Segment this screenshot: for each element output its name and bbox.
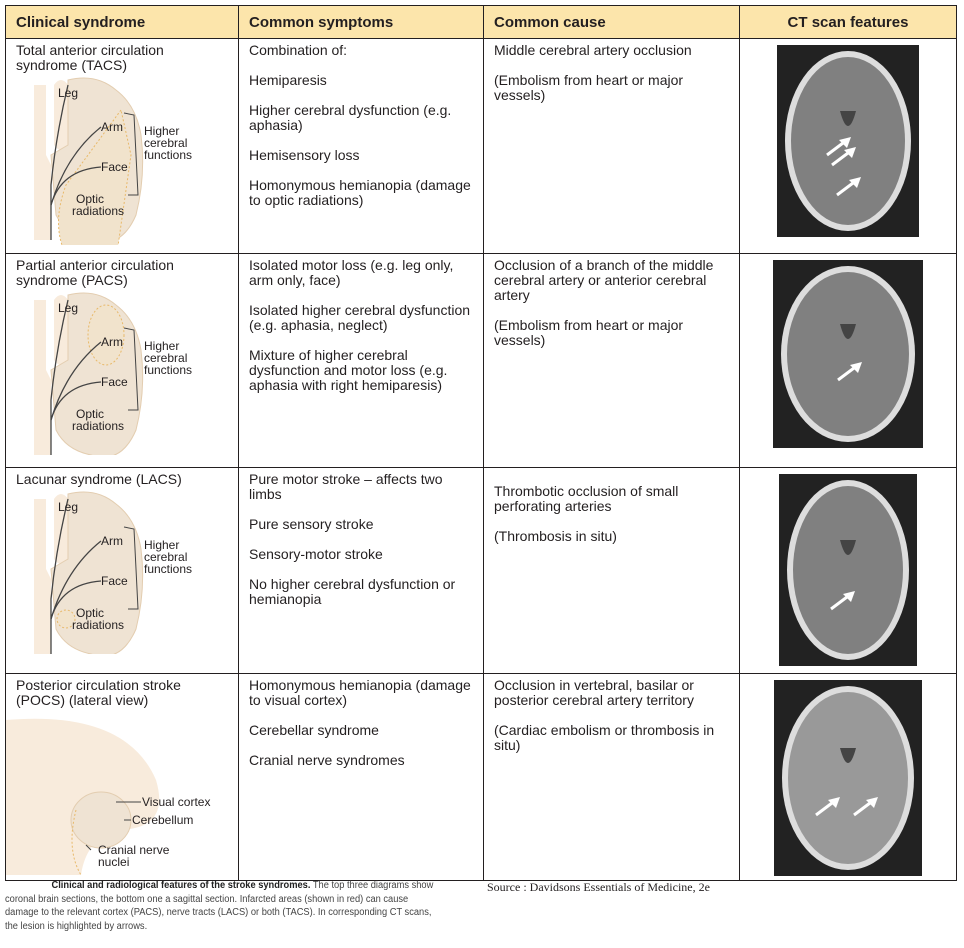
ct-cell xyxy=(739,253,957,468)
symptom: Hemiparesis xyxy=(249,72,327,88)
label-arm: Arm xyxy=(101,120,123,134)
cause: (Embolism from heart or major vessels) xyxy=(494,317,684,348)
cause: Occlusion of a branch of the middle cere… xyxy=(494,257,714,303)
table-row: Total anterior circulation syndrome (TAC… xyxy=(5,38,957,254)
cause: (Cardiac embolism or thrombosis in situ) xyxy=(494,722,715,753)
syndrome-cell: Total anterior circulation syndrome (TAC… xyxy=(5,38,239,254)
svg-text:Cerebellum: Cerebellum xyxy=(132,813,193,827)
symptom: Pure motor stroke – affects two limbs xyxy=(249,471,443,502)
caption-text: The top three diagrams show coronal brai… xyxy=(5,880,434,932)
header-common-symptoms: Common symptoms xyxy=(238,5,484,39)
table-row: Partial anterior circulation syndrome (P… xyxy=(5,253,957,468)
symptom: Combination of: xyxy=(249,42,348,58)
caption-title: Clinical and radiological features of th… xyxy=(51,880,311,891)
svg-text:Visual cortex: Visual cortex xyxy=(142,795,210,809)
svg-text:functions: functions xyxy=(144,562,192,576)
label-radiations: radiations xyxy=(72,419,124,433)
cause-cell: Occlusion of a branch of the middle cere… xyxy=(483,253,740,468)
label-face: Face xyxy=(101,160,128,174)
label-face: Face xyxy=(101,375,128,389)
label-radiations: radiations xyxy=(72,618,124,632)
table-row: Posterior circulation stroke (POCS) (lat… xyxy=(5,673,957,881)
cause: (Thrombosis in situ) xyxy=(494,528,617,544)
label-optic: Optic xyxy=(76,192,104,206)
svg-text:functions: functions xyxy=(144,363,192,377)
ct-cell xyxy=(739,467,957,674)
ct-scan-image xyxy=(779,474,917,666)
cause-cell: Occlusion in vertebral, basilar or poste… xyxy=(483,673,740,881)
symptom: Sensory-motor stroke xyxy=(249,546,383,562)
ct-scan-image xyxy=(777,45,919,237)
symptoms-cell: Homonymous hemianopia (damage to visual … xyxy=(238,673,484,881)
svg-text:Higher: Higher xyxy=(144,339,179,353)
syndrome-name: Partial anterior circulation syndrome (P… xyxy=(16,257,174,288)
header-ct-scan: CT scan features xyxy=(739,5,957,39)
label-arm: Arm xyxy=(101,335,123,349)
svg-text:Cranial nerve: Cranial nerve xyxy=(98,843,170,857)
ct-scan-image xyxy=(774,680,922,876)
label-arm: Arm xyxy=(101,534,123,548)
symptom: Homonymous hemianopia (damage to visual … xyxy=(249,677,471,708)
svg-text:Higher: Higher xyxy=(144,124,179,138)
syndrome-name: Total anterior circulation syndrome (TAC… xyxy=(16,42,164,73)
cause: Thrombotic occlusion of small perforatin… xyxy=(494,483,679,514)
symptom: Cerebellar syndrome xyxy=(249,722,379,738)
label-optic: Optic xyxy=(76,407,104,421)
svg-text:Higher: Higher xyxy=(144,538,179,552)
label-radiations: radiations xyxy=(72,204,124,218)
label-face: Face xyxy=(101,574,128,588)
symptom: Isolated higher cerebral dysfunction (e.… xyxy=(249,302,471,333)
cause-cell: Middle cerebral artery occlusion (Embolis… xyxy=(483,38,740,254)
label-leg: Leg xyxy=(58,86,78,100)
symptoms-cell: Isolated motor loss (e.g. leg only, arm … xyxy=(238,253,484,468)
label-optic: Optic xyxy=(76,606,104,620)
cause: Occlusion in vertebral, basilar or poste… xyxy=(494,677,694,708)
svg-text:cerebral: cerebral xyxy=(144,550,187,564)
syndrome-cell: Posterior circulation stroke (POCS) (lat… xyxy=(5,673,239,881)
figure-caption: Clinical and radiological features of th… xyxy=(5,879,444,933)
header-common-cause: Common cause xyxy=(483,5,740,39)
source-citation: Source : Davidsons Essentials of Medicin… xyxy=(487,880,710,894)
header-clinical-syndrome: Clinical syndrome xyxy=(5,5,239,39)
cause-cell: Thrombotic occlusion of small perforatin… xyxy=(483,467,740,674)
svg-text:nuclei: nuclei xyxy=(98,855,129,869)
header-row: Clinical syndrome Common symptoms Common… xyxy=(5,5,957,39)
syndrome-name: Lacunar syndrome (LACS) xyxy=(16,471,182,487)
svg-text:cerebral: cerebral xyxy=(144,351,187,365)
symptom: Higher cerebral dysfunction (e.g. aphasi… xyxy=(249,102,452,133)
ct-scan-image xyxy=(773,260,923,448)
syndrome-name: Posterior circulation stroke (POCS) (lat… xyxy=(16,677,181,708)
cause: (Embolism from heart or major vessels) xyxy=(494,72,684,103)
svg-text:cerebral: cerebral xyxy=(144,136,187,150)
stroke-syndromes-table: Clinical syndrome Common symptoms Common… xyxy=(5,5,957,881)
symptom: Hemisensory loss xyxy=(249,147,360,163)
ct-cell xyxy=(739,38,957,254)
symptom: Cranial nerve syndromes xyxy=(249,752,405,768)
symptom: Pure sensory stroke xyxy=(249,516,374,532)
syndrome-cell: Partial anterior circulation syndrome (P… xyxy=(5,253,239,468)
symptom: Mixture of higher cerebral dysfunction a… xyxy=(249,347,448,393)
label-leg: Leg xyxy=(58,301,78,315)
svg-text:functions: functions xyxy=(144,148,192,162)
ct-cell xyxy=(739,673,957,881)
cause: Middle cerebral artery occlusion xyxy=(494,42,692,58)
symptom: No higher cerebral dysfunction or hemian… xyxy=(249,576,456,607)
symptom: Isolated motor loss (e.g. leg only, arm … xyxy=(249,257,454,288)
symptom: Homonymous hemianopia (damage to optic r… xyxy=(249,177,471,208)
label-leg: Leg xyxy=(58,500,78,514)
